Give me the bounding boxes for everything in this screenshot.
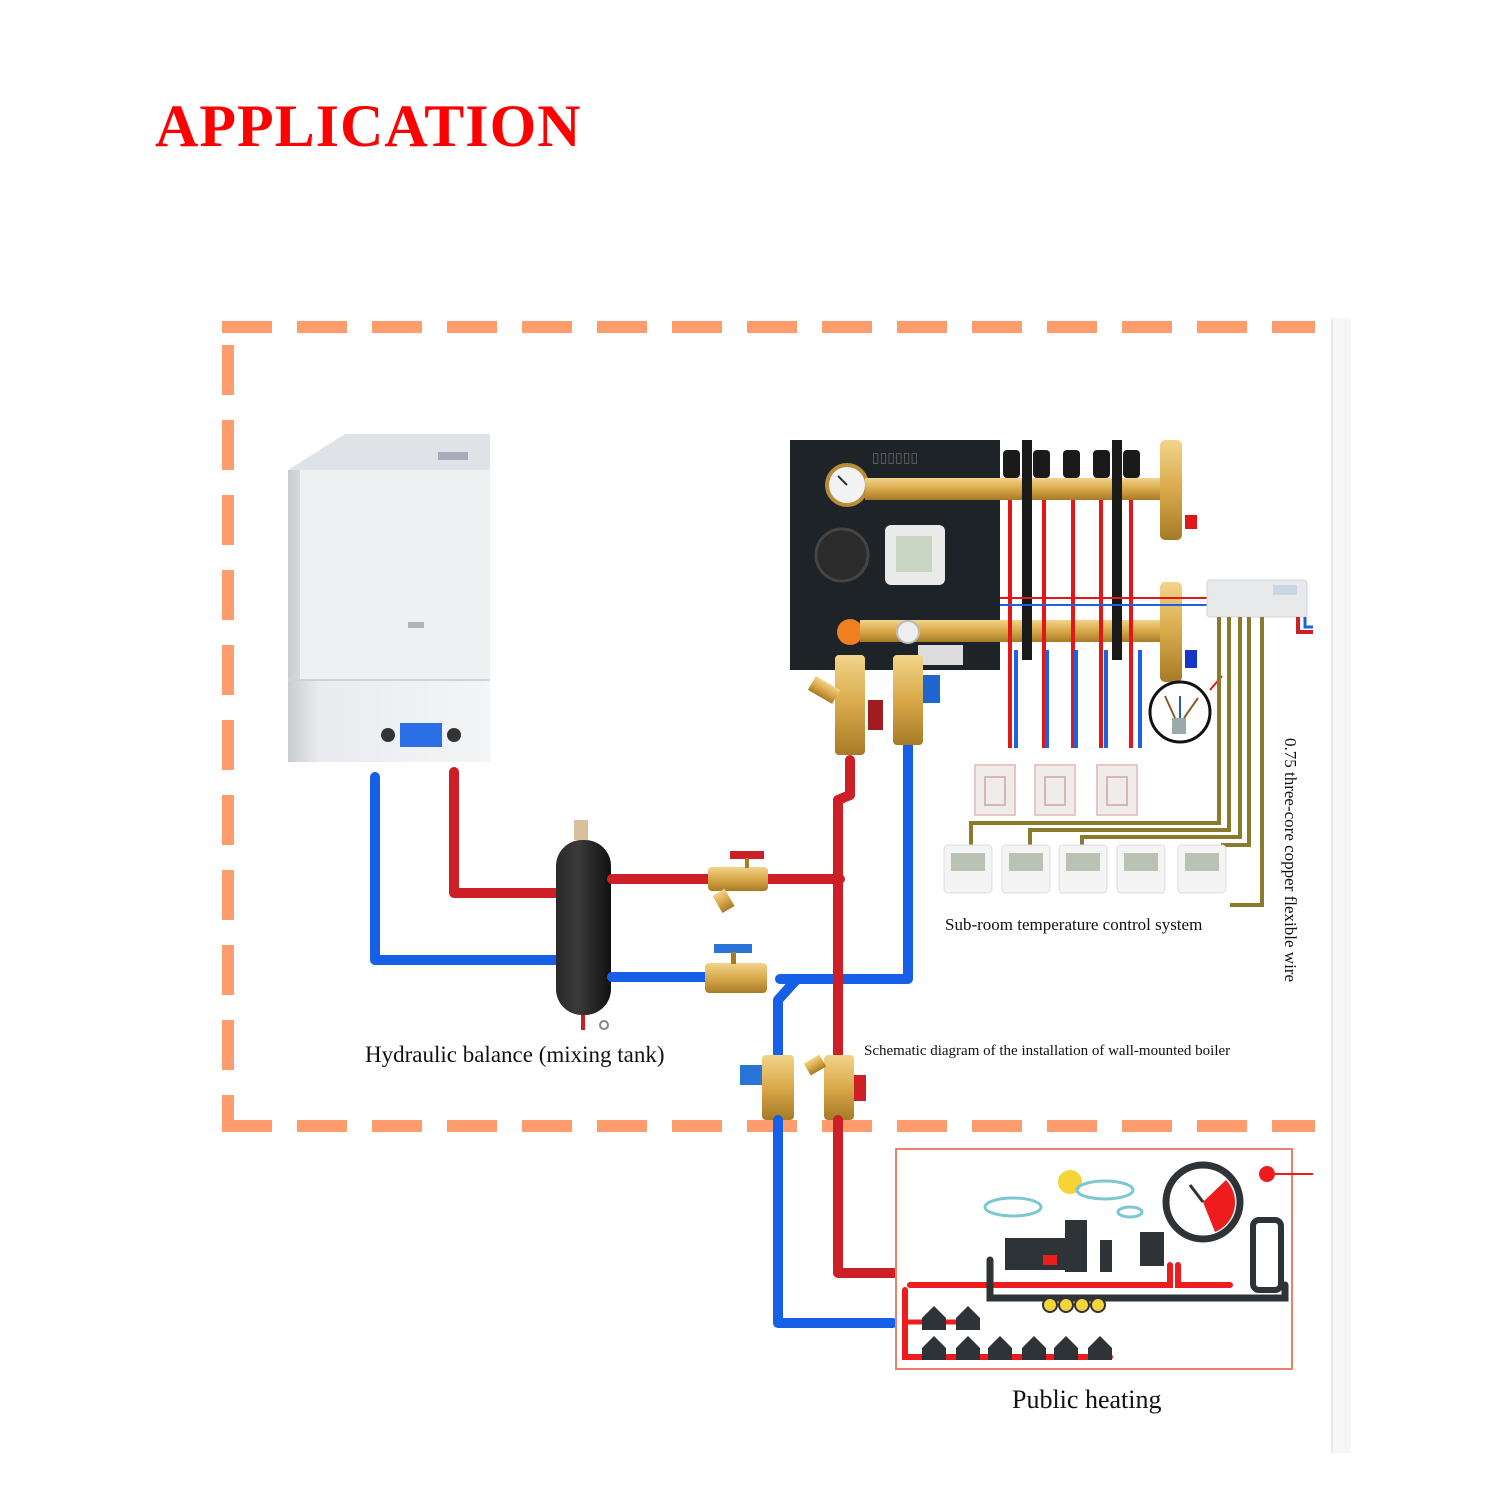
mixing-pump-station: ▯▯▯▯▯▯ [790, 440, 1005, 670]
label-schematic-caption: Schematic diagram of the installation of… [864, 1043, 1231, 1059]
system-boundary-dashed [222, 321, 1315, 1132]
cloud-icon [983, 1196, 1043, 1218]
wall-mounted-boiler [288, 434, 490, 762]
cloud-icon [1075, 1179, 1135, 1201]
boiler-logo [438, 452, 468, 460]
wiring-center [1206, 579, 1313, 634]
floor-heating-loops [974, 764, 1138, 816]
label-hydraulic-balance: Hydraulic balance (mixing tank) [365, 1042, 665, 1067]
heat-meters [1042, 1297, 1106, 1313]
boiler-vent [408, 622, 424, 628]
pipes-to-public-heating [773, 1115, 913, 1328]
strainer-valve-hot [708, 851, 768, 914]
thermostat [943, 844, 993, 894]
thermostat [1058, 844, 1108, 894]
three-core-cable-icon [1148, 675, 1223, 744]
manifold-loop-pipes [1000, 500, 1212, 748]
actuator-knob [837, 619, 863, 645]
room-thermostats [943, 844, 1227, 894]
floor-loop [1034, 764, 1076, 816]
air-vent-top [1160, 440, 1182, 540]
label-public-heating: Public heating [1012, 1385, 1162, 1414]
thermostat [1116, 844, 1166, 894]
boiler-display [400, 723, 442, 747]
pipes-tank-to-station [607, 737, 913, 1065]
tank-icon [1250, 1217, 1284, 1293]
ball-valve-cold [705, 944, 767, 993]
pipes-boiler-to-tank [370, 767, 560, 965]
label-sub-room-control: Sub-room temperature control system [945, 915, 1203, 934]
floor-loop [974, 764, 1016, 816]
connection-dot [1259, 1166, 1275, 1182]
circulation-pump [814, 527, 870, 583]
station-brand-text: ▯▯▯▯▯▯ [872, 449, 918, 465]
bottom-valves [740, 1054, 866, 1120]
page-title: APPLICATION [155, 93, 582, 159]
air-vent-bottom [1160, 582, 1182, 682]
station-outlet-valves [807, 655, 940, 755]
manifold-actuator-caps [1003, 450, 1140, 478]
right-edge-strip [1331, 318, 1351, 1453]
barcode-label [918, 645, 963, 665]
houses-row [922, 1306, 1112, 1360]
thermostat [1177, 844, 1227, 894]
pressure-gauge-icon [1162, 1161, 1244, 1243]
floor-loop [1096, 764, 1138, 816]
factory-icon [1005, 1220, 1164, 1272]
thermostat-wires [969, 617, 1264, 907]
thermostat [1001, 844, 1051, 894]
hydraulic-balance-tank [556, 820, 611, 1030]
label-copper-wire: 0.75 three-core copper flexible wire [1281, 737, 1301, 983]
floor-heating-manifold [1000, 440, 1197, 682]
public-heating-illustration [895, 1148, 1313, 1370]
